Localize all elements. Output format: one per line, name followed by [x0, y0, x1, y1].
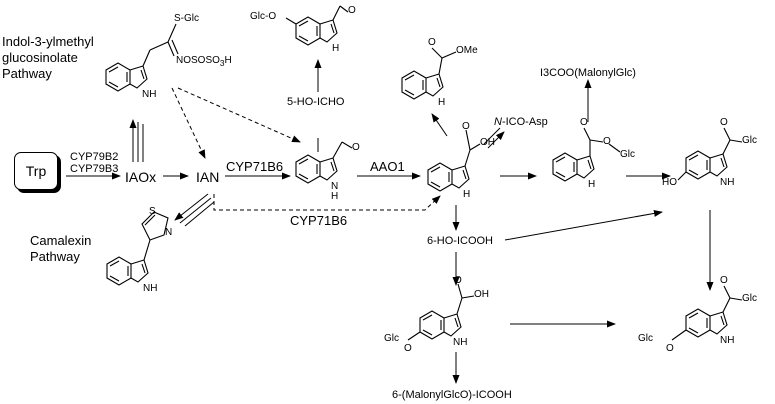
enzyme-cyp71b6-bottom: CYP71B6 [290, 213, 348, 228]
6ho-glc-ester-structure [677, 127, 743, 181]
arrow-6hoicooh-to-6ho-glc-ester [504, 209, 663, 241]
atom-glc-glc-ester: Glc [620, 149, 635, 160]
atom-s-camalexin: S [149, 206, 156, 217]
glc-o-icho-structure [285, 5, 349, 46]
atom-o-glc-ester: O [603, 136, 611, 147]
atom-oh-glco-icooh: OH [474, 289, 489, 300]
atom-glc-6ho-ester: Glc [742, 135, 757, 146]
enzyme-aao1: AAO1 [370, 159, 405, 174]
atom-glc-glco-icooh: Glc [384, 333, 399, 344]
icho-structure [295, 141, 353, 184]
atom-n-icho: N [331, 181, 339, 192]
trp-label: Trp [25, 163, 47, 179]
atom-glc-o-top: Glc-O [250, 11, 277, 22]
enzyme-cyp79b3: CYP79B3 [70, 163, 119, 175]
glucosinolate-pathway-line1: Indol-3-ylmethyl [2, 34, 94, 49]
label-n-ico-asp: N-ICO-Asp [494, 116, 548, 128]
atom-glc-glco-ester-ether: Glc [638, 333, 653, 344]
glucosinolate-pathway-line3: Pathway [2, 66, 52, 81]
arrow-icooh-to-methyl-ester [431, 113, 448, 137]
trp-start-box: Trp [14, 152, 58, 190]
glco-glc-ester-structure [671, 285, 743, 341]
atom-s-glc: S-Glc [174, 13, 199, 24]
iaox-label: IAOx [125, 169, 157, 185]
atom-nh-icooh: H [463, 189, 471, 200]
dashed-arrow-glucosinolate-to-ian [171, 87, 206, 159]
atom-h-icho: H [331, 191, 339, 202]
atom-o-glco-ester-carbonyl: O [720, 275, 728, 286]
atom-o-glco-ether: O [404, 343, 412, 354]
arrow-iaox-to-glucosinolate [129, 119, 144, 162]
atom-o-glco-icooh: O [454, 275, 462, 286]
atom-nh-methyl-ester: H [438, 97, 446, 108]
glucosinolate-pathway-line2: glucosinolate [2, 50, 78, 65]
atom-oh-icooh: OH [480, 137, 495, 148]
atom-o-glco-ester-ether: O [666, 343, 674, 354]
atom-nh-camalexin: NH [143, 283, 158, 294]
atom-o-glc-ester-carbonyl: O [580, 117, 588, 128]
camalexin-structure [106, 211, 169, 286]
methyl-ester-structure [401, 47, 457, 100]
atom-ome: OMe [456, 45, 478, 56]
ian-label: IAN [196, 169, 220, 185]
atom-o-6ho-carbonyl: O [720, 117, 728, 128]
camalexin-pathway-line1: Camalexin [30, 233, 92, 248]
label-6-ho-icooh: 6-HO-ICOOH [427, 235, 493, 247]
atom-nh-glco-icooh: NH [453, 337, 468, 348]
dashed-arrow-ian-to-icooh [213, 194, 441, 211]
atom-nh-glucosinolate: NH [142, 89, 157, 100]
atom-nh-top-icho: H [332, 43, 340, 54]
atom-nh-glc-ester: H [588, 179, 596, 190]
atom-n-camalexin: N [165, 227, 173, 238]
atom-nh-6ho: NH [720, 177, 735, 188]
label-5-ho-icho: 5-HO-ICHO [287, 96, 345, 108]
atom-o-methyl-ester: O [428, 37, 436, 48]
atom-nh-glco-ester: NH [720, 335, 735, 346]
icooh-structure [427, 129, 481, 192]
glc-ester-structure [552, 127, 621, 182]
camalexin-pathway-line2: Pathway [30, 249, 80, 264]
glucosinolate-structure [105, 23, 179, 92]
atom-glc-glco-ester: Glc [742, 293, 757, 304]
glco-icooh-structure [407, 283, 475, 341]
arrow-icooh-to-asp [483, 127, 505, 149]
enzyme-cyp79b2: CYP79B2 [70, 151, 119, 163]
arrow-ian-to-camalexin [174, 193, 215, 227]
atom-nososo3h: NOSOSO3H [176, 55, 232, 68]
atom-ho-6ho: HO [662, 177, 677, 188]
enzyme-cyp71b6-top: CYP71B6 [226, 159, 284, 174]
label-malonylglco-icooh: 6-(MalonylGlcO)-ICOOH [392, 389, 512, 401]
atom-o-aldehyde-top: O [348, 5, 356, 16]
atom-o-aldehyde: O [352, 142, 360, 153]
atom-o-icooh: O [462, 121, 470, 132]
dashed-arrow-glucosinolate-to-icho [177, 87, 301, 143]
label-malonyl-glc-ester: I3COO(MalonylGlc) [540, 67, 636, 79]
